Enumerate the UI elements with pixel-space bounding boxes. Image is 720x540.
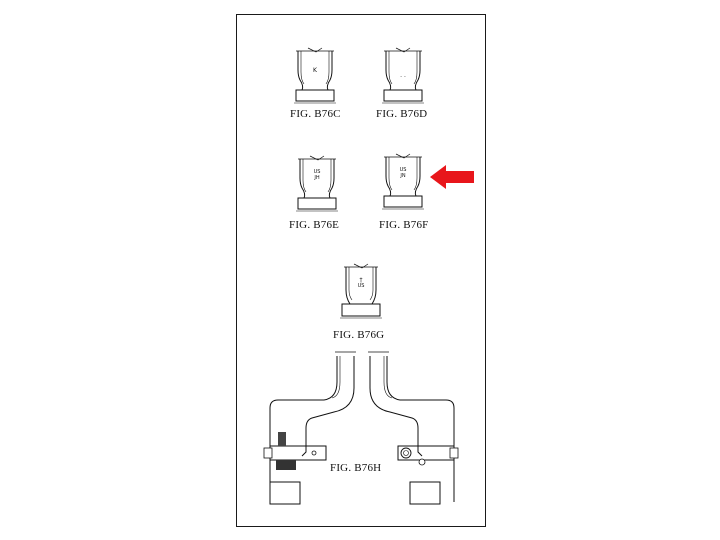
stamp-mark-top: US [399, 167, 407, 173]
page-frame [236, 14, 486, 527]
stamp-mark-top: † [359, 277, 363, 284]
arrow-left-icon [430, 165, 474, 189]
bayonet-pair-drawing [263, 351, 459, 505]
stamp-mark: K [313, 67, 317, 74]
bayonet-drawing-f [382, 153, 424, 210]
bayonet-drawing-d [382, 47, 424, 104]
figure-label-b76g: FIG. B76G [333, 329, 385, 341]
stamp-mark-bottom: JH [314, 175, 320, 181]
stamp-mark-bottom: JN [400, 173, 406, 179]
figure-label-b76h: FIG. B76H [330, 462, 382, 474]
figure-label-b76f: FIG. B76F [379, 219, 429, 231]
figure-label-b76d: FIG. B76D [376, 108, 428, 120]
stamp-mark-bottom: US [357, 283, 365, 289]
stamp-mark-top: US [313, 169, 321, 175]
figure-label-b76c: FIG. B76C [290, 108, 341, 120]
figure-label-b76e: FIG. B76E [289, 219, 340, 231]
bayonet-drawing-g [340, 263, 382, 319]
stamp-mark: . . [400, 72, 406, 79]
bayonet-drawing-e [296, 155, 338, 212]
bayonet-drawing-c [294, 47, 336, 104]
